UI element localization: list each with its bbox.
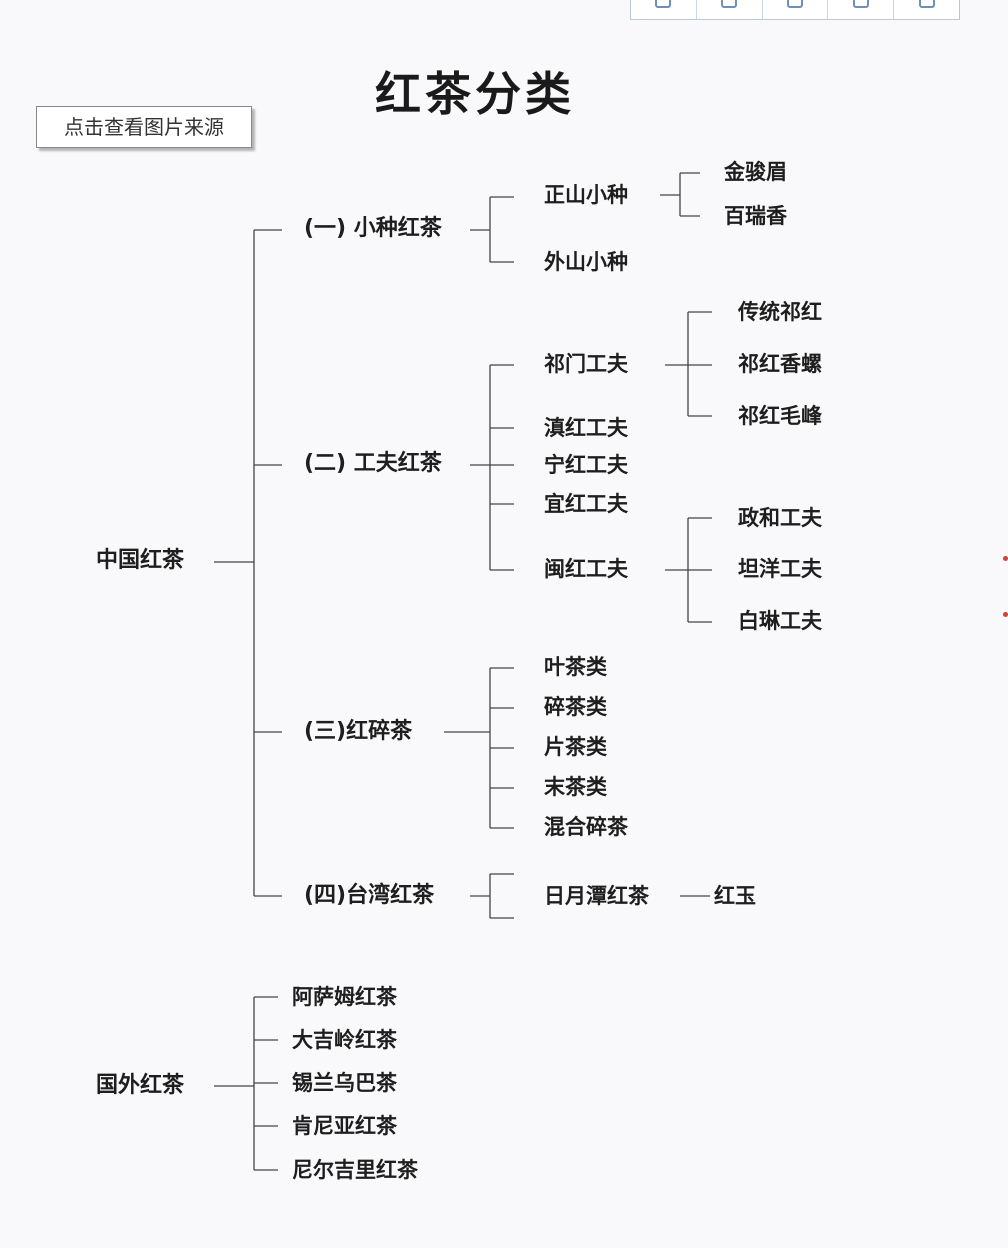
- node-qihong-maofeng: 祁红毛峰: [738, 404, 822, 428]
- node-dianhong: 滇红工夫: [544, 416, 628, 440]
- node-suicha: (三)红碎茶: [304, 719, 413, 744]
- node-darjeeling: 大吉岭红茶: [292, 1028, 397, 1052]
- view-source-button[interactable]: 点击查看图片来源: [36, 106, 252, 148]
- node-yihong: 宜红工夫: [544, 492, 628, 516]
- node-china-black-tea: 中国红茶: [96, 548, 185, 573]
- node-ninghong: 宁红工夫: [544, 453, 628, 477]
- node-kenya: 肯尼亚红茶: [292, 1114, 397, 1138]
- page-title: 红茶分类: [375, 67, 575, 121]
- node-minhong: 闽红工夫: [544, 557, 628, 581]
- node-qimen: 祁门工夫: [544, 352, 628, 376]
- node-riyuetan: 日月潭红茶: [544, 884, 649, 908]
- node-yecha: 叶茶类: [544, 655, 607, 679]
- node-gongfu: (二) 工夫红茶: [304, 451, 442, 476]
- toolbar: [630, 0, 960, 20]
- node-hunhe: 混合碎茶: [544, 815, 628, 839]
- node-nilgiri: 尼尔吉里红茶: [292, 1158, 418, 1182]
- copy-icon[interactable]: [763, 0, 829, 19]
- node-piancha: 片茶类: [544, 735, 607, 759]
- node-zhenghe: 政和工夫: [738, 506, 822, 530]
- node-waishan: 外山小种: [544, 250, 628, 274]
- node-assam: 阿萨姆红茶: [292, 985, 397, 1009]
- node-suichalei: 碎茶类: [544, 695, 607, 719]
- node-tanyang: 坦洋工夫: [738, 557, 822, 581]
- node-hongyu: 红玉: [714, 884, 756, 908]
- print-icon[interactable]: [697, 0, 763, 19]
- node-bairuixiang: 百瑞香: [724, 204, 787, 228]
- display-icon[interactable]: [828, 0, 895, 19]
- node-jinjunmei: 金骏眉: [724, 160, 787, 184]
- node-foreign-black-tea: 国外红茶: [96, 1073, 185, 1098]
- node-zhengshan: 正山小种: [544, 183, 628, 207]
- node-bailin: 白琳工夫: [738, 609, 822, 633]
- node-qihong-xiangluo: 祁红香螺: [738, 352, 822, 376]
- edit-icon[interactable]: [631, 0, 697, 19]
- node-chuantong-qihong: 传统祁红: [738, 300, 822, 324]
- edge-marker: [1003, 612, 1008, 617]
- node-xiaozhong: (一) 小种红茶: [304, 216, 442, 241]
- favorite-icon[interactable]: [894, 0, 959, 19]
- node-mocha: 末茶类: [544, 775, 607, 799]
- edge-marker: [1003, 556, 1008, 561]
- node-taiwan: (四)台湾红茶: [304, 883, 435, 908]
- node-uva: 锡兰乌巴茶: [292, 1071, 397, 1095]
